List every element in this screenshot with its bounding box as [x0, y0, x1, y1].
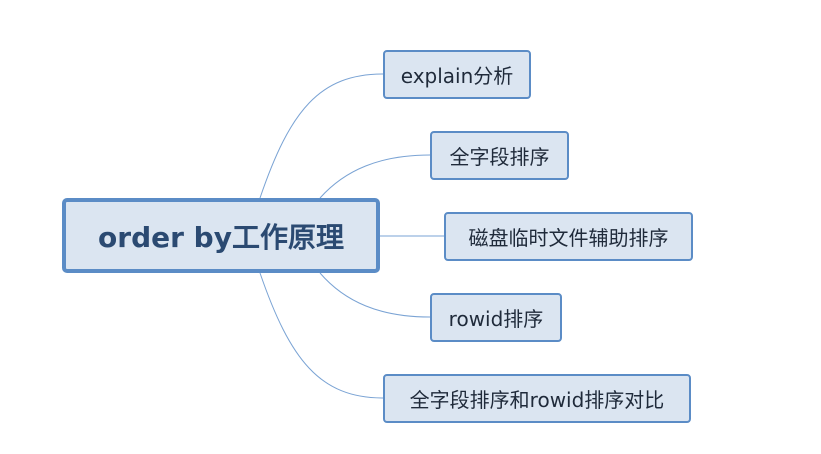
branch-disk-temp-file-sort[interactable]: 磁盘临时文件辅助排序: [444, 212, 693, 261]
connector-rowid-sort: [319, 272, 431, 318]
central-topic[interactable]: order by工作原理: [62, 198, 380, 273]
branch-sort-comparison[interactable]: 全字段排序和rowid排序对比: [383, 374, 691, 423]
connector-comparison: [259, 272, 384, 399]
connector-explain: [259, 73, 384, 199]
branch-rowid-sort[interactable]: rowid排序: [430, 293, 562, 342]
branch-explain-analysis[interactable]: explain分析: [383, 50, 531, 99]
connector-full-field-sort: [319, 154, 431, 199]
branch-full-field-sort[interactable]: 全字段排序: [430, 131, 569, 180]
